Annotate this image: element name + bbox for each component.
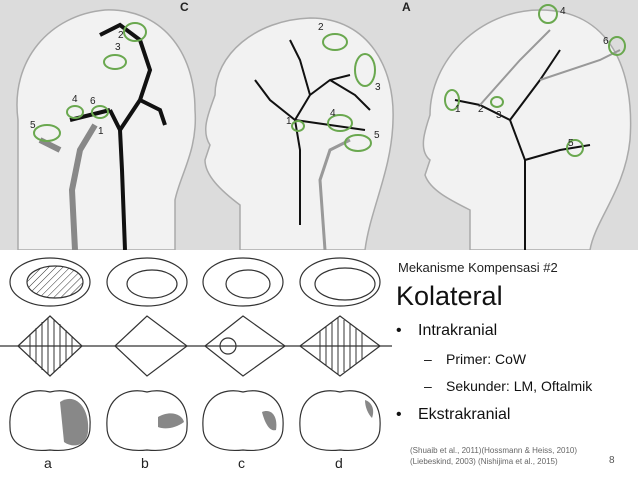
marker-c-6: 6 [90, 96, 96, 107]
marker-mid-1: 1 [286, 116, 292, 127]
arteries-mid [254, 39, 371, 225]
marker-a-2: 2 [478, 104, 484, 115]
label-d: d [335, 455, 343, 471]
bullet-text: Sekunder: LM, Oftalmik [446, 378, 593, 394]
marker-a-4: 4 [560, 6, 566, 17]
head-outline-frontal [16, 9, 197, 251]
panel-label-c: C [180, 0, 189, 14]
marker-mid-2: 2 [318, 22, 324, 33]
row-diamond-diagrams [0, 315, 392, 377]
slide-subtitle: Mekanisme Kompensasi #2 [398, 260, 558, 275]
marker-c-2: 2 [118, 30, 124, 41]
head-angiography-figure [16, 4, 632, 251]
head-outline-lateral-right [422, 9, 632, 251]
collateral-diagram [0, 257, 392, 452]
diamond-hatching [29, 318, 363, 374]
marker-mid-3: 3 [375, 82, 381, 93]
panel-label-a: A [402, 0, 411, 14]
label-a: a [44, 455, 52, 471]
row-oval-diagrams [9, 257, 381, 307]
marker-ellipses [33, 4, 626, 157]
citation-line-2: (Liebeskind, 2003) (Nishijima et al., 20… [410, 457, 558, 466]
top-figure-panel: C A 2 3 4 5 6 1 2 3 4 5 1 4 6 1 2 3 5 [0, 0, 638, 251]
arteries-mid-grey [318, 138, 351, 251]
marker-a-5: 5 [568, 138, 574, 149]
bullet-symbol: – [424, 351, 432, 367]
slide-title: Kolateral [396, 281, 503, 311]
row-brain-sections [9, 390, 381, 452]
marker-c-4: 4 [72, 94, 78, 105]
marker-a-3: 3 [496, 110, 502, 121]
marker-a-1: 1 [455, 104, 461, 115]
marker-mid-4: 4 [330, 108, 336, 119]
marker-a-6: 6 [603, 36, 609, 47]
bullet-symbol: – [424, 378, 432, 394]
collateral-diagram-panel: a b c d [0, 252, 392, 478]
page-number: 8 [609, 455, 615, 466]
bullet-symbol: • [396, 406, 402, 423]
marker-c-3: 3 [115, 42, 121, 53]
infarct-regions [60, 398, 374, 446]
bullet-text: Ekstrakranial [418, 406, 511, 423]
bullet-text: Primer: CoW [446, 351, 527, 367]
label-c: c [238, 455, 245, 471]
bullet-text: Intrakranial [418, 322, 498, 339]
marker-c-5: 5 [30, 120, 36, 131]
marker-c-1: 1 [98, 126, 104, 137]
marker-mid-5: 5 [374, 130, 380, 141]
citation-line-1: (Shuaib et al., 2011)(Hossmann & Heiss, … [410, 446, 578, 455]
bullet-symbol: • [396, 322, 402, 339]
label-b: b [141, 455, 149, 471]
